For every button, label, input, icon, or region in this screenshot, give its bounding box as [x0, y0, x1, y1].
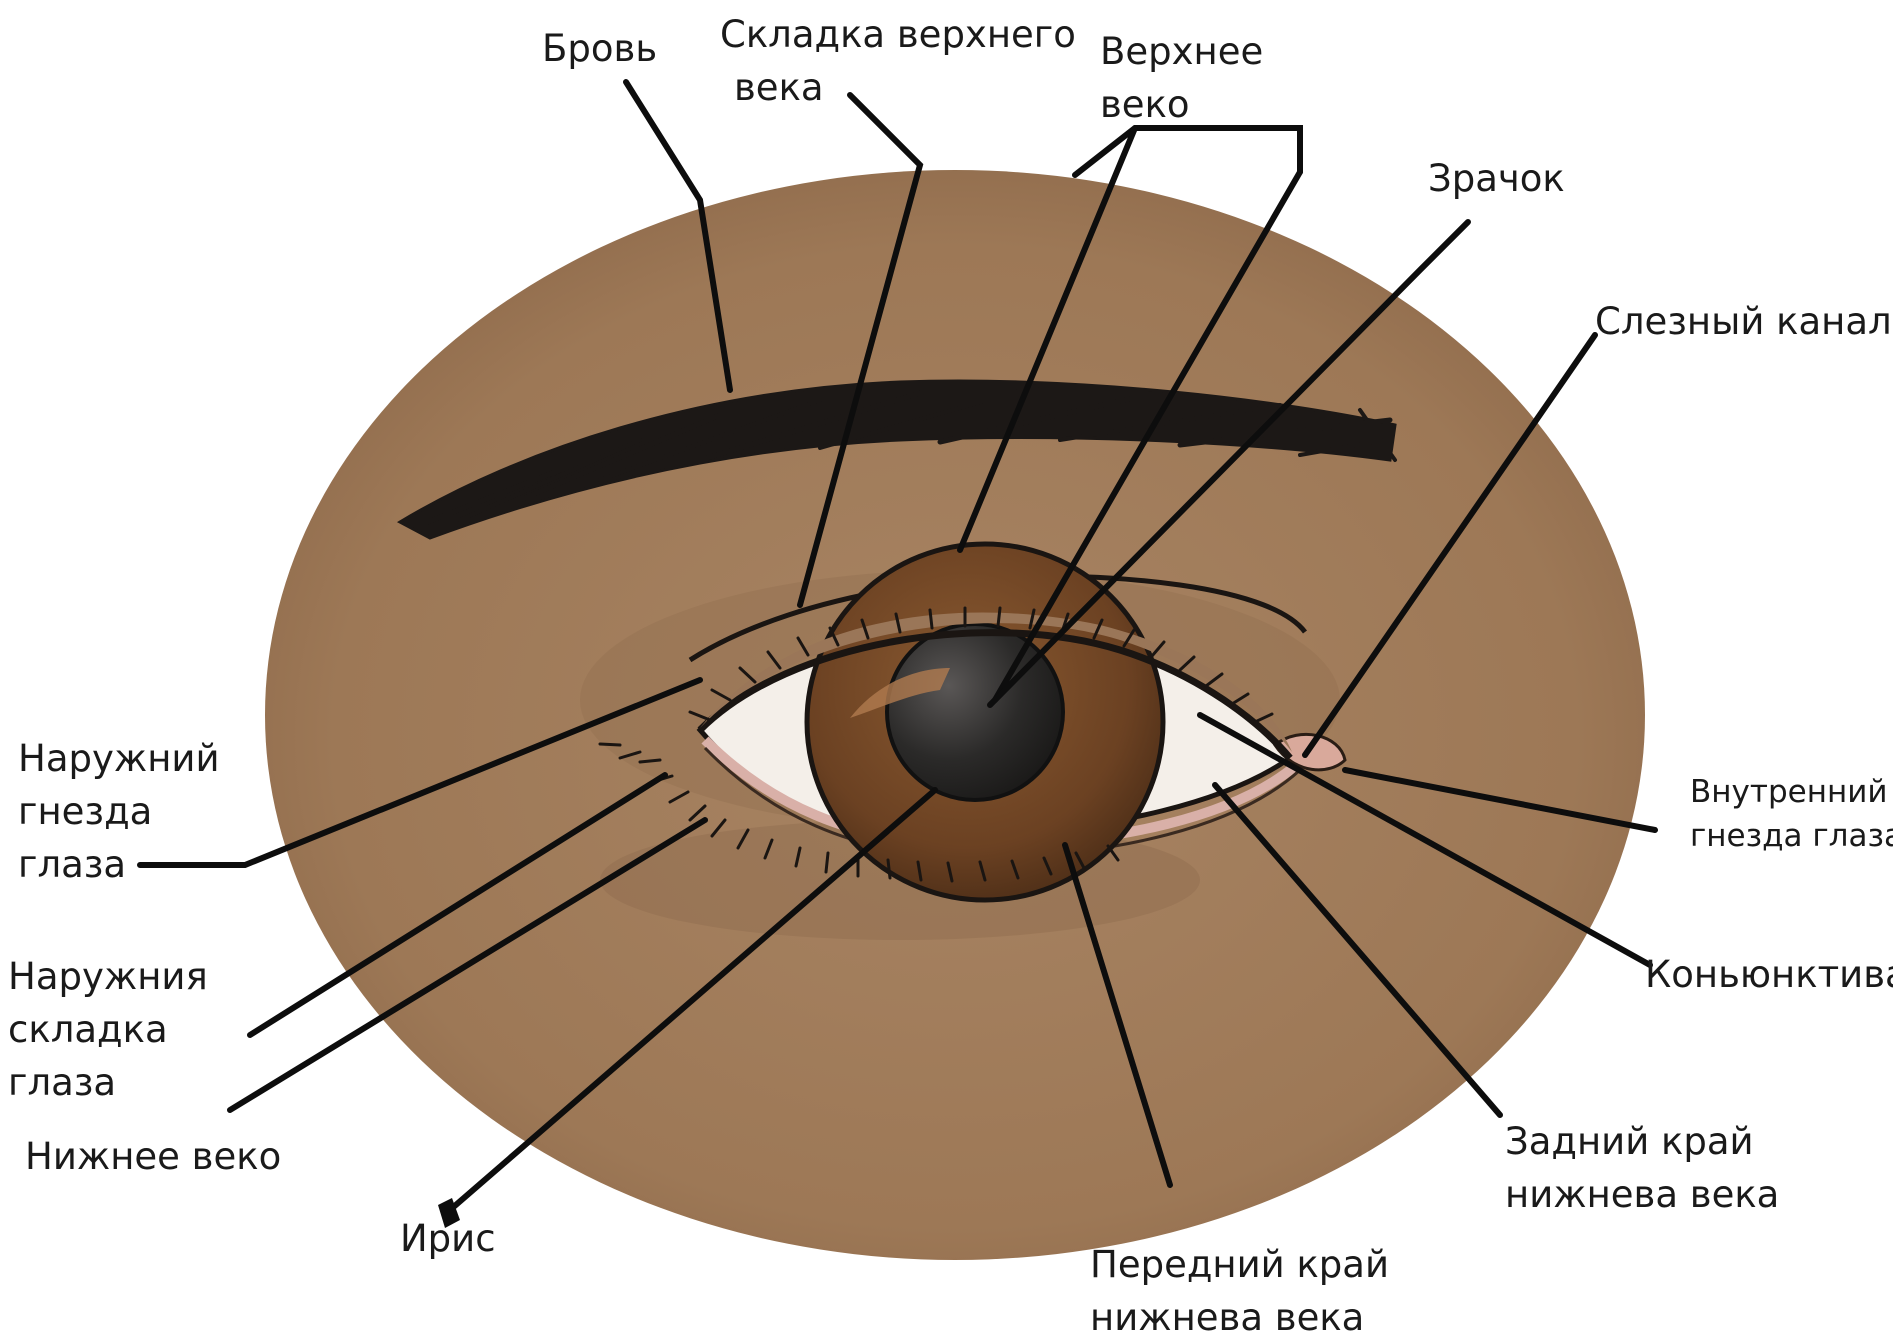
label-iris: Ирис: [400, 1212, 496, 1265]
label-iris-line1: Ирис: [400, 1212, 496, 1265]
label-upper-lid-line2: веко: [1100, 78, 1263, 131]
label-outer-canthus: Наружний гнезда глаза: [18, 732, 220, 891]
label-posterior-margin: Задний край нижнева века: [1505, 1115, 1779, 1221]
label-outer-canthus-line2: гнезда: [18, 785, 220, 838]
label-outer-fold-line2: складка: [8, 1003, 208, 1056]
label-anterior-margin-line1: Передний край: [1090, 1238, 1389, 1291]
label-upper-fold-line2: века: [720, 61, 1076, 114]
label-upper-lid-line1: Верхнее: [1100, 25, 1263, 78]
label-upper-lid: Верхнее веко: [1100, 25, 1263, 131]
label-upper-fold-line1: Складка верхнего: [720, 8, 1076, 61]
label-outer-fold-line1: Наружния: [8, 950, 208, 1003]
leader-upper-lid-bracket: [1075, 128, 1300, 175]
label-conjunctiva-line1: Коньюнктива: [1645, 948, 1893, 1001]
label-brow-line1: Бровь: [542, 22, 657, 75]
label-posterior-margin-line2: нижнева века: [1505, 1168, 1779, 1221]
label-outer-canthus-line1: Наружний: [18, 732, 220, 785]
pupil: [887, 624, 1063, 800]
label-conjunctiva: Коньюнктива: [1645, 948, 1893, 1001]
label-tear-duct: Слезный канал: [1595, 295, 1892, 348]
label-brow: Бровь: [542, 22, 657, 75]
label-anterior-margin-line2: нижнева века: [1090, 1291, 1389, 1344]
label-outer-fold-line3: глаза: [8, 1056, 208, 1109]
label-lower-lid-line1: Нижнее веко: [25, 1130, 281, 1183]
label-inner-canthus-line1: Внутренний: [1690, 770, 1893, 814]
label-pupil-line1: Зрачок: [1428, 152, 1565, 205]
label-inner-canthus: Внутренний гнезда глаза: [1690, 770, 1893, 858]
label-tear-duct-line1: Слезный канал: [1595, 295, 1892, 348]
label-upper-lid-fold: Складка верхнего века: [720, 8, 1076, 114]
label-outer-fold: Наружния складка глаза: [8, 950, 208, 1109]
label-anterior-margin: Передний край нижнева века: [1090, 1238, 1389, 1344]
label-inner-canthus-line2: гнезда глаза: [1690, 814, 1893, 858]
label-lower-lid: Нижнее веко: [25, 1130, 281, 1183]
label-pupil: Зрачок: [1428, 152, 1565, 205]
label-outer-canthus-line3: глаза: [18, 838, 220, 891]
label-posterior-margin-line1: Задний край: [1505, 1115, 1779, 1168]
